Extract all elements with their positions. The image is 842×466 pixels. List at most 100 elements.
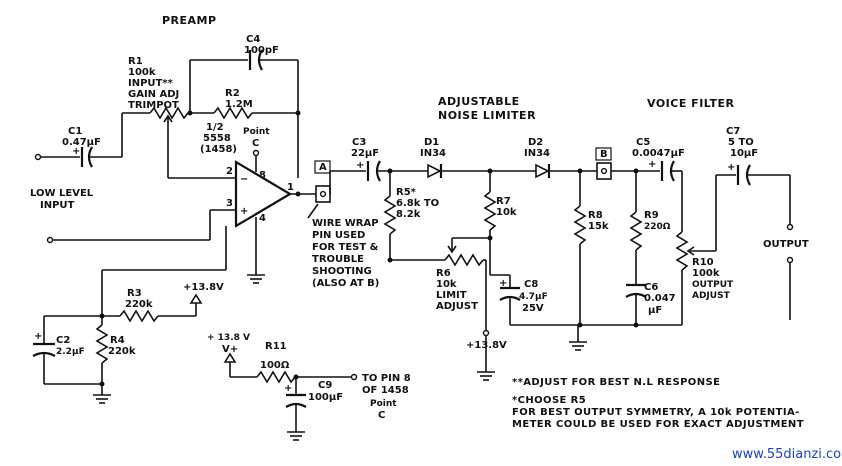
c4-name: C4 (246, 34, 260, 45)
c8-name: C8 (524, 279, 538, 290)
d1-value: IN34 (420, 148, 446, 159)
r10-desc1: OUTPUT (692, 280, 734, 290)
to-pin-line1: TO PIN 8 (362, 373, 411, 384)
r6-desc1: LIMIT (436, 290, 467, 301)
c7-value1: 5 TO (728, 137, 754, 148)
wire-wrap-line2: PIN USED (312, 230, 365, 241)
preamp-title: PREAMP (162, 14, 217, 27)
opamp-minus: − (240, 174, 248, 185)
v-supply-line1: + 13.8 V (207, 333, 250, 343)
wire-wrap-line1: WIRE WRAP (312, 218, 379, 229)
output-terminal-bottom (786, 256, 794, 264)
r1-name: R1 (128, 56, 143, 67)
limiter-wiring (329, 160, 682, 381)
c2-value: 2.2μF (56, 347, 85, 357)
wire-wrap-line5: SHOOTING (312, 266, 372, 277)
c8-value1: 4.7μF (519, 292, 548, 302)
pin-4: 4 (259, 213, 266, 224)
pin-1: 1 (287, 182, 294, 193)
v-plus-preamp: +13.8V (183, 282, 224, 293)
r2-value: 1.2M (225, 99, 253, 110)
ic-line2: 5558 (203, 133, 231, 144)
d2-name: D2 (528, 137, 543, 148)
pin-3: 3 (226, 198, 233, 209)
r11-name: R11 (265, 341, 287, 352)
r10-name: R10 (692, 257, 714, 268)
c6-value1: 0.047 (644, 293, 676, 304)
c5-value: 0.0047μF (632, 148, 685, 159)
pin-2: 2 (226, 166, 233, 177)
r6-desc2: ADJUST (436, 301, 478, 312)
c9-value: 100μF (308, 392, 343, 403)
r1-desc2: GAIN ADJ (128, 89, 179, 100)
d1-name: D1 (424, 137, 439, 148)
r10-value: 100k (692, 268, 720, 279)
r9-name: R9 (644, 210, 659, 221)
note-exact-adjustment: METER COULD BE USED FOR EXACT ADJUSTMENT (512, 419, 804, 430)
to-pin-line2: OF 1458 (362, 385, 409, 396)
c7-name: C7 (726, 126, 740, 137)
r4-name: R4 (110, 335, 125, 346)
r5-name: R5* (396, 187, 417, 198)
c7-value2: 10μF (730, 148, 758, 159)
point-c-bottom-line2: C (378, 410, 385, 421)
r7-value: 10k (496, 207, 517, 218)
r5-value2: 8.2k (396, 209, 421, 220)
point-b-label: B (600, 149, 608, 160)
r3-name: R3 (127, 288, 142, 299)
pin-8: 8 (259, 170, 266, 181)
r7-name: R7 (496, 196, 511, 207)
c9-name: C9 (318, 380, 332, 391)
wire-wrap-line6: (ALSO AT B) (312, 278, 379, 289)
note-choose-r5: *CHOOSE R5 (512, 395, 586, 406)
c5-name: C5 (636, 137, 650, 148)
ic-line1: 1/2 (206, 122, 224, 133)
v-limit-label: +13.8V (466, 340, 507, 351)
opamp-plus: + (240, 206, 248, 217)
r3-value: 220k (125, 299, 153, 310)
r1-value: 100k (128, 67, 156, 78)
c6-name: C6 (644, 282, 658, 293)
v-supply-line2: V+ (222, 344, 238, 355)
c1-name: C1 (68, 126, 82, 137)
c8-value2: 25V (522, 303, 544, 314)
c7-plus: + (727, 162, 735, 173)
output-label: OUTPUT (763, 239, 809, 250)
c1-plus: + (72, 146, 80, 157)
c9-plus: + (284, 383, 292, 394)
c8-plus: + (499, 278, 507, 289)
input-terminal-ground (46, 236, 54, 244)
preamp-wiring (32, 49, 316, 404)
low-level-input-line2: INPUT (40, 200, 75, 211)
c2-name: C2 (56, 335, 70, 346)
r4-value: 220k (108, 346, 136, 357)
limiter-title-line2: NOISE LIMITER (438, 109, 536, 122)
c3-name: C3 (352, 137, 366, 148)
c3-value: 22μF (351, 148, 379, 159)
ic-line3: (1458) (200, 144, 237, 155)
r6-name: R6 (436, 268, 451, 279)
voice-filter-title: VOICE FILTER (647, 97, 734, 110)
r11-value: 100Ω (260, 360, 290, 371)
r1-desc3: TRIMPOT (128, 100, 179, 111)
r6-value: 10k (436, 279, 457, 290)
c3-plus: + (356, 160, 364, 171)
note-symmetry: FOR BEST OUTPUT SYMMETRY, A 10k POTENTIA… (512, 407, 800, 418)
wire-wrap-line4: TROUBLE (312, 254, 364, 265)
r8-name: R8 (588, 210, 603, 221)
point-c-bottom-line1: Point (370, 399, 397, 409)
r8-value: 15k (588, 221, 609, 232)
point-c-top-line2: C (252, 138, 259, 149)
voice-filter-wiring (611, 160, 791, 325)
r1-desc1: INPUT** (128, 78, 174, 89)
c1-value: 0.47μF (62, 137, 101, 148)
supply-wiring (223, 352, 352, 441)
r2-name: R2 (225, 88, 240, 99)
point-c-top-line1: Point (243, 127, 270, 137)
r5-value1: 6.8k TO (396, 198, 439, 209)
limiter-title-line1: ADJUSTABLE (438, 95, 520, 108)
point-a-label: A (319, 162, 327, 173)
r9-value: 220Ω (644, 222, 671, 232)
d2-value: IN34 (524, 148, 550, 159)
r10-desc2: ADJUST (692, 291, 731, 301)
